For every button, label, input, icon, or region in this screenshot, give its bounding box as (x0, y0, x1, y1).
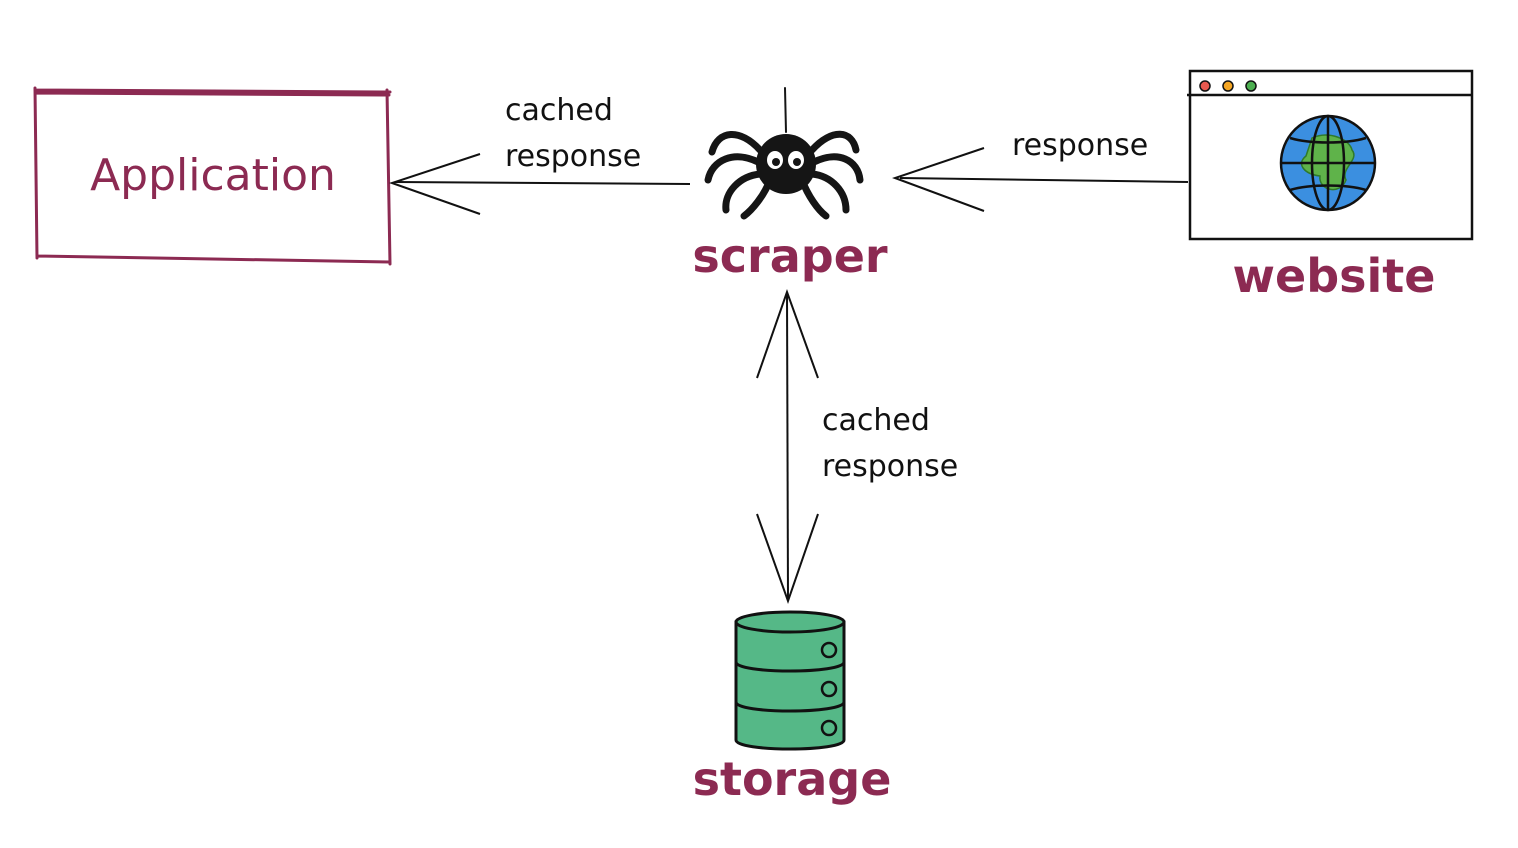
arrow-shaft (394, 181, 691, 185)
website-label: website (1233, 249, 1436, 303)
edge-website-to-scraper: response (892, 128, 1189, 212)
window-dot-green (1245, 80, 1257, 92)
edge-scraper-storage: cached response (756, 289, 958, 605)
arrow-head-up (756, 289, 819, 379)
globe-icon (1279, 114, 1377, 212)
arrow-head (388, 153, 481, 215)
scraper-label: scraper (692, 229, 888, 283)
edge-label: response (1012, 128, 1148, 163)
spider-body (756, 134, 816, 194)
application-label: Application (90, 150, 336, 201)
arrow-head (892, 147, 985, 212)
storage-label: storage (693, 752, 892, 806)
edge-scraper-to-application: cached response (388, 93, 691, 215)
edge-label-line2: response (822, 449, 958, 484)
arrow-head-down (756, 513, 819, 605)
website-node: website (1187, 69, 1474, 303)
edge-label-line1: cached (822, 403, 930, 438)
window-dot-orange (1222, 80, 1234, 92)
application-box (33, 86, 392, 266)
storage-node: storage (693, 610, 892, 806)
window-dot-red (1199, 80, 1211, 92)
arrow-shaft (899, 177, 1189, 183)
arrow-shaft (786, 292, 789, 601)
database-icon (734, 610, 846, 751)
scraper-node: scraper (692, 87, 888, 283)
edge-label-line2: response (505, 139, 641, 174)
application-node: Application (33, 86, 392, 266)
edge-label-line1: cached (505, 93, 613, 128)
